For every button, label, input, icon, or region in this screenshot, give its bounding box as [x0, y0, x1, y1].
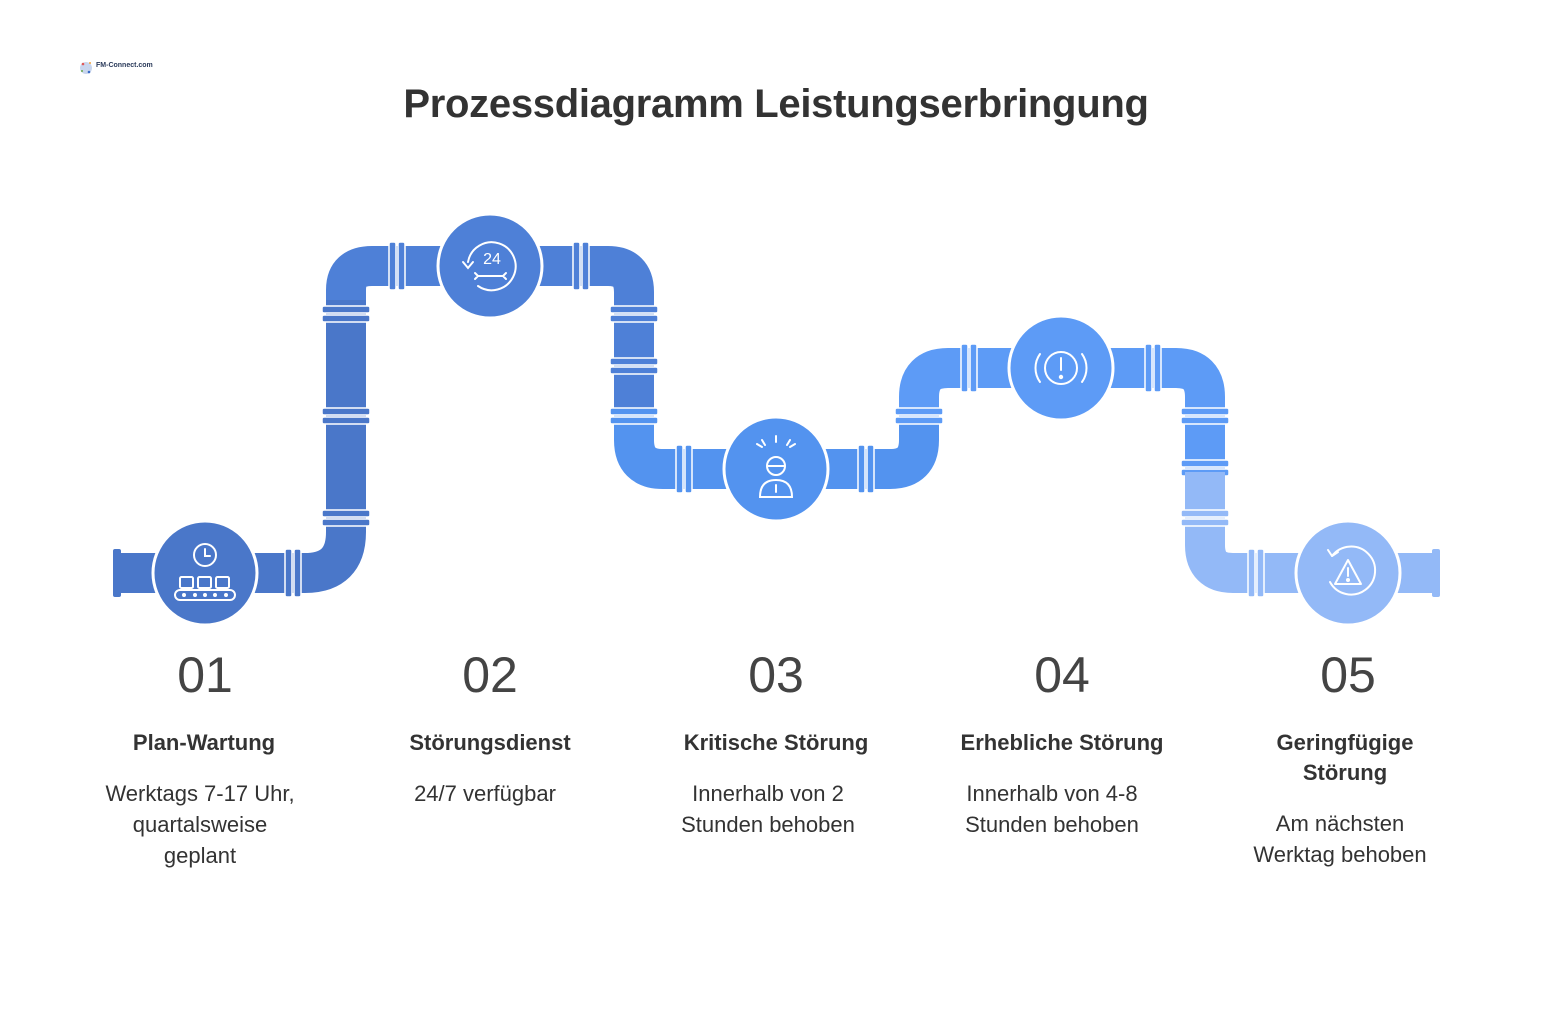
step-node-4 [1007, 314, 1115, 422]
step-description-5: Am nächsten Werktag behoben [1210, 808, 1470, 870]
step-description-3-line-1: Innerhalb von 2 [692, 781, 844, 806]
step-label-5-line-2: Störung [1302, 760, 1388, 785]
step-label-5: Geringfügige Störung [1225, 728, 1465, 788]
svg-text:24: 24 [483, 251, 501, 268]
step-description-3-line-2: Stunden behoben [681, 812, 855, 837]
step-node-1 [151, 519, 259, 627]
step-node-3 [722, 415, 830, 523]
logo-text: FM-Connect.com [96, 62, 153, 69]
step-description-5-line-1: Am nächsten [1275, 811, 1405, 836]
step-description-3: Innerhalb von 2 Stunden behoben [638, 778, 898, 840]
step-node-5 [1294, 519, 1402, 627]
step-description-4: Innerhalb von 4-8 Stunden behoben [922, 778, 1182, 840]
step-label-5-line-1: Geringfügige [1276, 730, 1414, 755]
step-number-3: 03 [748, 647, 804, 703]
step-description-1-line-2: quartalsweise [132, 812, 268, 837]
step-number-5: 05 [1320, 647, 1376, 703]
warning-triangle-icon [1327, 545, 1377, 596]
stressed-person-icon [756, 435, 796, 498]
page-title: Prozessdiagramm Leistungserbringung [403, 82, 1149, 126]
pipe-segment-1 [113, 292, 371, 598]
step-label-3: Kritische Störung [683, 730, 869, 755]
step-description-1: Werktags 7-17 Uhr, quartalsweise geplant [70, 778, 330, 871]
step-node-2: 24 [436, 212, 544, 320]
24h-service-icon: 24 [462, 241, 517, 292]
step-label-4: Erhebliche Störung [960, 730, 1164, 755]
step-description-2: 24/7 verfügbar [355, 778, 615, 809]
step-number-4: 04 [1034, 647, 1090, 703]
step-label-1: Plan-Wartung [132, 730, 276, 755]
step-description-4-line-1: Innerhalb von 4-8 [966, 781, 1138, 806]
step-number-1: 01 [177, 647, 233, 703]
step-description-5-line-2: Werktag behoben [1253, 842, 1427, 867]
logo [80, 62, 92, 74]
step-description-1-line-1: Werktags 7-17 Uhr, [105, 781, 295, 806]
clock-conveyor-icon [174, 543, 236, 601]
step-label-2: Störungsdienst [409, 730, 571, 755]
brake-warning-icon [1034, 351, 1088, 385]
pipe-segment-5 [1180, 472, 1440, 598]
step-description-2-line-1: 24/7 verfügbar [414, 781, 556, 806]
step-number-2: 02 [462, 647, 518, 703]
step-description-1-line-3: geplant [163, 843, 237, 868]
step-description-4-line-2: Stunden behoben [965, 812, 1139, 837]
